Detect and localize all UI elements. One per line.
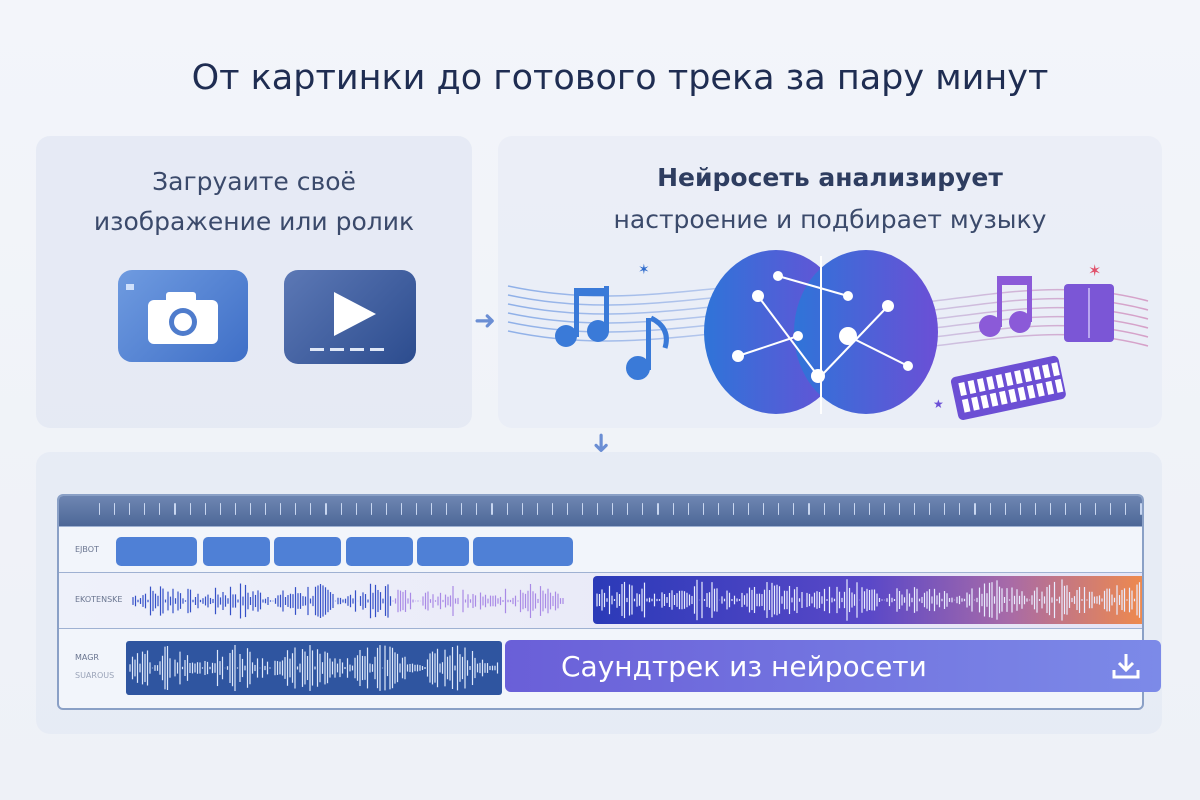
keyboard-icon <box>950 355 1066 420</box>
page-title: От картинки до готового трека за пару ми… <box>191 58 1049 98</box>
camera-icon[interactable] <box>118 270 248 362</box>
arrow-right-icon: ➜ <box>474 306 496 336</box>
music-clip[interactable] <box>126 641 502 695</box>
svg-text:★: ★ <box>933 397 944 411</box>
ai-audio-clip[interactable] <box>593 576 1142 624</box>
cta-label: Саундтрек из нейросети <box>561 650 927 683</box>
svg-text:✶: ✶ <box>1088 261 1101 280</box>
original-waveform <box>132 583 564 619</box>
analysis-panel: Нейросеть анализирует настроение и подби… <box>498 136 1162 428</box>
video-clip[interactable] <box>116 537 197 566</box>
video-play-icon[interactable] <box>284 270 416 364</box>
video-track[interactable]: EJBOT <box>59 526 1142 572</box>
music-note-icon <box>555 286 669 380</box>
soundtrack-download-button[interactable]: Саундтрек из нейросети <box>505 640 1161 692</box>
analysis-text-2: настроение и подбирает музыку <box>613 205 1047 234</box>
ai-music-illustration: ✶ ✶ ★ <box>507 250 1149 420</box>
upload-text-2: изображение или ролик <box>93 207 415 236</box>
video-clip[interactable] <box>203 537 270 566</box>
track-sublabel: SUAROUS <box>75 671 115 680</box>
video-clip[interactable] <box>274 537 341 566</box>
music-track[interactable]: MAGR SUAROUS <box>59 628 1142 708</box>
video-clip[interactable] <box>417 537 469 566</box>
video-clip[interactable] <box>346 537 413 566</box>
svg-text:✶: ✶ <box>638 262 650 278</box>
analysis-text-1: Нейросеть анализирует <box>657 163 1003 192</box>
music-note-icon <box>979 276 1032 337</box>
track-label: EJBOT <box>75 545 99 554</box>
download-icon[interactable] <box>1111 652 1141 680</box>
upload-text-1: Загруаите своё <box>152 167 356 196</box>
arrow-down-icon: ➜ <box>585 432 616 454</box>
audio-track[interactable]: EKOTENSKE <box>59 572 1142 628</box>
brain-network-icon <box>704 250 938 414</box>
video-clip[interactable] <box>473 537 573 566</box>
film-strip <box>59 496 1142 526</box>
speaker-icon <box>1064 284 1114 342</box>
track-label: MAGR <box>75 653 99 662</box>
video-editor-timeline[interactable]: EJBOT EKOTENSKE MAGR SUAROUS <box>57 494 1144 710</box>
track-label: EKOTENSKE <box>75 595 123 604</box>
